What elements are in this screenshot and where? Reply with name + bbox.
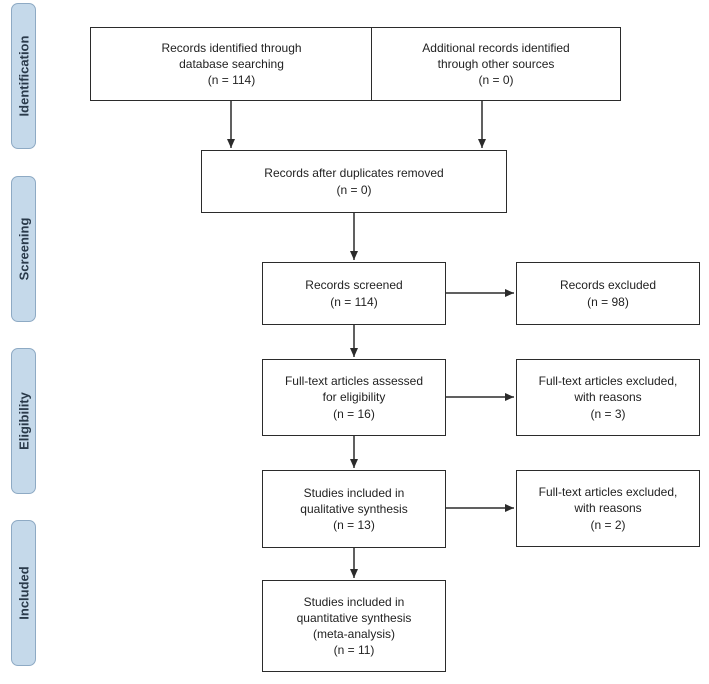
box-fulltext-excluded-2: Full-text articles excluded, with reason… — [516, 470, 700, 547]
database-search-line2: database searching — [179, 56, 284, 71]
records-excluded-line1: Records excluded — [559, 278, 657, 293]
duplicates-removed-line1: Records after duplicates removed — [264, 166, 444, 181]
other-sources-line1: Additional records identified — [422, 40, 570, 55]
quantitative-line1: Studies included in — [303, 594, 405, 609]
fulltext-assessed-line2: for eligibility — [322, 390, 386, 405]
qualitative-line2: qualitative synthesis — [300, 501, 408, 516]
fulltext-excluded-2-line1: Full-text articles excluded, — [538, 485, 678, 500]
fulltext-excluded-1-line1: Full-text articles excluded, — [538, 374, 678, 389]
box-qualitative-synthesis: Studies included in qualitative synthesi… — [262, 470, 446, 548]
fulltext-excluded-1-line2: with reasons — [574, 390, 642, 405]
qualitative-count: (n = 13) — [333, 518, 375, 533]
box-fulltext-assessed: Full-text articles assessed for eligibil… — [262, 359, 446, 436]
fulltext-excluded-1-count: (n = 3) — [590, 406, 626, 421]
fulltext-assessed-line1: Full-text articles assessed — [284, 374, 424, 389]
box-records-excluded: Records excluded (n = 98) — [516, 262, 700, 325]
database-search-line1: Records identified through — [161, 40, 302, 55]
duplicates-removed-count: (n = 0) — [336, 182, 372, 197]
quantitative-line2: quantitative synthesis — [296, 610, 412, 625]
box-other-sources: Additional records identified through ot… — [371, 27, 621, 101]
records-excluded-count: (n = 98) — [587, 294, 629, 309]
other-sources-line2: through other sources — [437, 56, 555, 71]
fulltext-assessed-count: (n = 16) — [333, 406, 375, 421]
box-duplicates-removed: Records after duplicates removed (n = 0) — [201, 150, 507, 213]
box-database-search: Records identified through database sear… — [90, 27, 373, 101]
qualitative-line1: Studies included in — [303, 485, 405, 500]
phase-eligibility: Eligibility — [11, 348, 36, 494]
quantitative-count: (n = 11) — [333, 643, 375, 658]
box-quantitative-synthesis: Studies included in quantitative synthes… — [262, 580, 446, 672]
records-screened-line1: Records screened — [305, 278, 403, 293]
phase-identification: Identification — [11, 3, 36, 149]
fulltext-excluded-2-line2: with reasons — [574, 501, 642, 516]
box-records-screened: Records screened (n = 114) — [262, 262, 446, 325]
quantitative-line3: (meta-analysis) — [312, 627, 396, 641]
fulltext-excluded-2-count: (n = 2) — [590, 517, 626, 532]
database-search-count: (n = 114) — [207, 73, 256, 88]
other-sources-count: (n = 0) — [478, 73, 514, 88]
box-fulltext-excluded-1: Full-text articles excluded, with reason… — [516, 359, 700, 436]
phase-included: Included — [11, 520, 36, 666]
phase-screening: Screening — [11, 176, 36, 322]
records-screened-count: (n = 114) — [330, 294, 378, 309]
